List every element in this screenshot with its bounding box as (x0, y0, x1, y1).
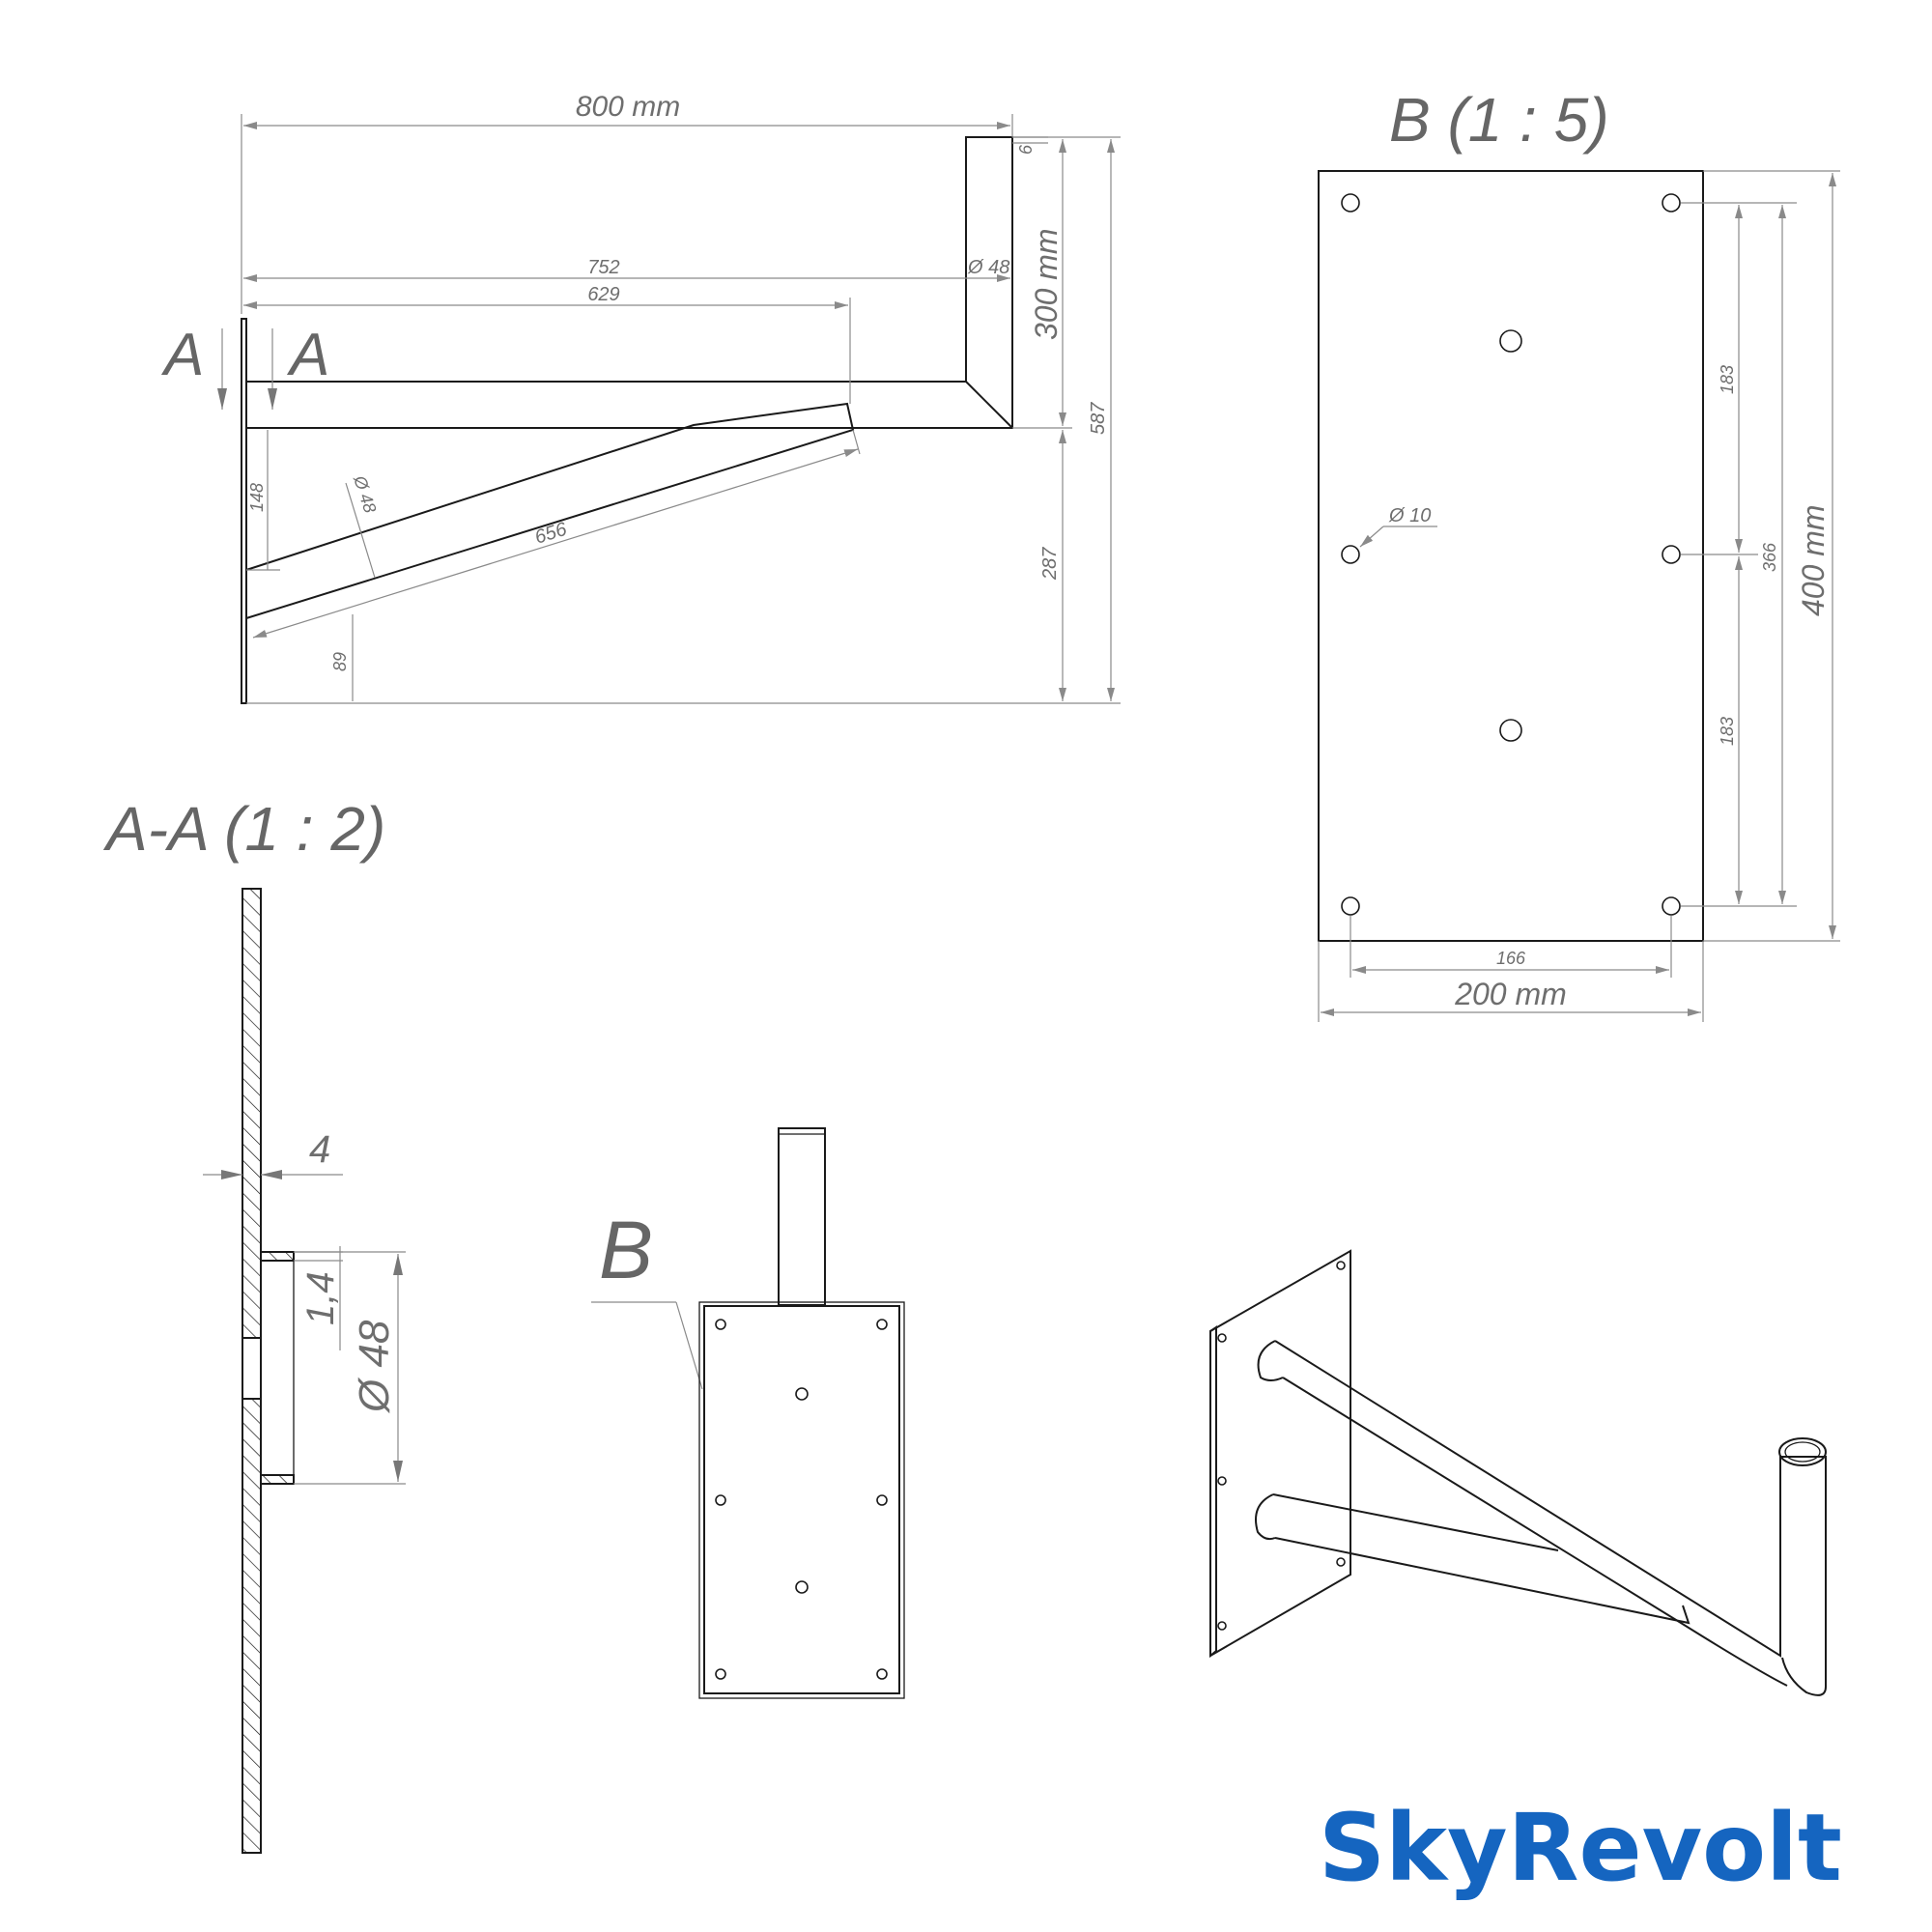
section-aa-view: A-A (1 : 2) 4 1,4 Ø 48 (102, 794, 406, 1854)
dim-plate-height-label: 400 mm (1796, 504, 1831, 616)
dim-brace-offset-label: 148 (247, 483, 267, 512)
front-plate-hole (876, 1494, 888, 1506)
front-plate-hole (795, 1580, 809, 1594)
plate-hole (1499, 329, 1522, 353)
plate-hole (1499, 719, 1522, 742)
front-plate-hole (715, 1494, 726, 1506)
dim-overall-width-label: 800 mm (576, 91, 680, 123)
section-plate-lower (242, 1398, 262, 1854)
section-plate-upper (242, 888, 262, 1339)
side-view: A A 800 mm 752 Ø 48 629 6 300 mm 587 287 (160, 91, 1121, 704)
dim-lower-height-label: 287 (1039, 547, 1061, 581)
front-plate-hole (715, 1319, 726, 1330)
section-letter-right: A (286, 322, 329, 388)
dim-tube-upper-label: Ø 48 (967, 257, 1009, 278)
front-mast (778, 1127, 826, 1306)
section-tube-bore (260, 1260, 295, 1476)
front-plate-hole (715, 1668, 726, 1680)
dim-brace-reach-label: 629 (587, 284, 619, 305)
iso-mast-top (1778, 1437, 1827, 1466)
side-wall-plate (241, 318, 247, 704)
dim-hole-spacing-upper-label: 183 (1718, 365, 1737, 394)
dim-wall-thickness-label: 1,4 (299, 1271, 342, 1325)
iso-plate-hole (1336, 1557, 1346, 1567)
iso-brace (1272, 1493, 1559, 1551)
isometric-view (1209, 1249, 1827, 1696)
dim-base-offset-label: 89 (330, 652, 350, 671)
plate-hole (1662, 545, 1681, 564)
dim-hole-diameter (1359, 526, 1384, 548)
plate-hole (1341, 896, 1360, 916)
brand-logo: SkyRevolt (1319, 1794, 1842, 1902)
plate-hole (1662, 193, 1681, 213)
plate-hole (1341, 545, 1360, 564)
dim-brace-length (252, 448, 859, 639)
dim-plate-width-label: 200 mm (1454, 977, 1567, 1011)
detail-b-title: B (1 : 5) (1389, 85, 1609, 155)
section-plate-gap (242, 1337, 262, 1400)
section-tube-wall-bottom (260, 1474, 295, 1485)
section-aa-title: A-A (1 : 2) (102, 794, 385, 864)
iso-plate-hole (1217, 1621, 1227, 1631)
detail-b-view: B (1 : 5) Ø 10 183 183 366 400 mm (1318, 85, 1840, 1022)
section-tube-wall-top (260, 1251, 295, 1262)
iso-plate-hole (1336, 1261, 1346, 1270)
front-plate-hole (876, 1668, 888, 1680)
dim-brace-length-label: 656 (532, 519, 570, 549)
iso-plate-face (1209, 1249, 1351, 1658)
iso-upper-arm (1274, 1340, 1827, 1696)
side-arm-bend (965, 381, 1013, 429)
dim-hole-spacing-lower-label: 183 (1718, 717, 1737, 746)
iso-plate-hole (1217, 1333, 1227, 1343)
front-plate-hole (795, 1387, 809, 1401)
iso-upper-arm-end (1257, 1340, 1284, 1381)
callout-b-label: B (599, 1205, 653, 1295)
front-plate-hole (876, 1319, 888, 1330)
front-view: B (591, 1127, 905, 1699)
section-letter-left: A (160, 322, 204, 388)
plate-hole (1662, 896, 1681, 916)
dim-hole-diameter-label: Ø 10 (1388, 505, 1431, 526)
plate-hole (1341, 193, 1360, 213)
iso-plate-edge (1209, 1325, 1217, 1659)
front-plate (703, 1305, 900, 1694)
front-plate-outline (698, 1301, 905, 1699)
dim-hole-span-label: 366 (1760, 542, 1779, 572)
dim-arm-upper-label: 752 (587, 257, 619, 278)
mounting-plate (1318, 170, 1704, 942)
iso-brace-end (1255, 1493, 1276, 1541)
iso-plate-hole (1217, 1476, 1227, 1486)
side-brace (245, 402, 855, 619)
dim-total-height-label: 587 (1088, 402, 1109, 435)
dim-hole-span-horizontal-label: 166 (1496, 949, 1526, 968)
dim-top-thickness-label: 6 (1016, 144, 1036, 155)
side-upper-arm (246, 136, 1013, 429)
dim-tube-diameter-label: Ø 48 (351, 1320, 398, 1414)
dim-plate-thickness-label: 4 (309, 1128, 330, 1171)
dim-mast-height-label: 300 mm (1029, 228, 1064, 340)
